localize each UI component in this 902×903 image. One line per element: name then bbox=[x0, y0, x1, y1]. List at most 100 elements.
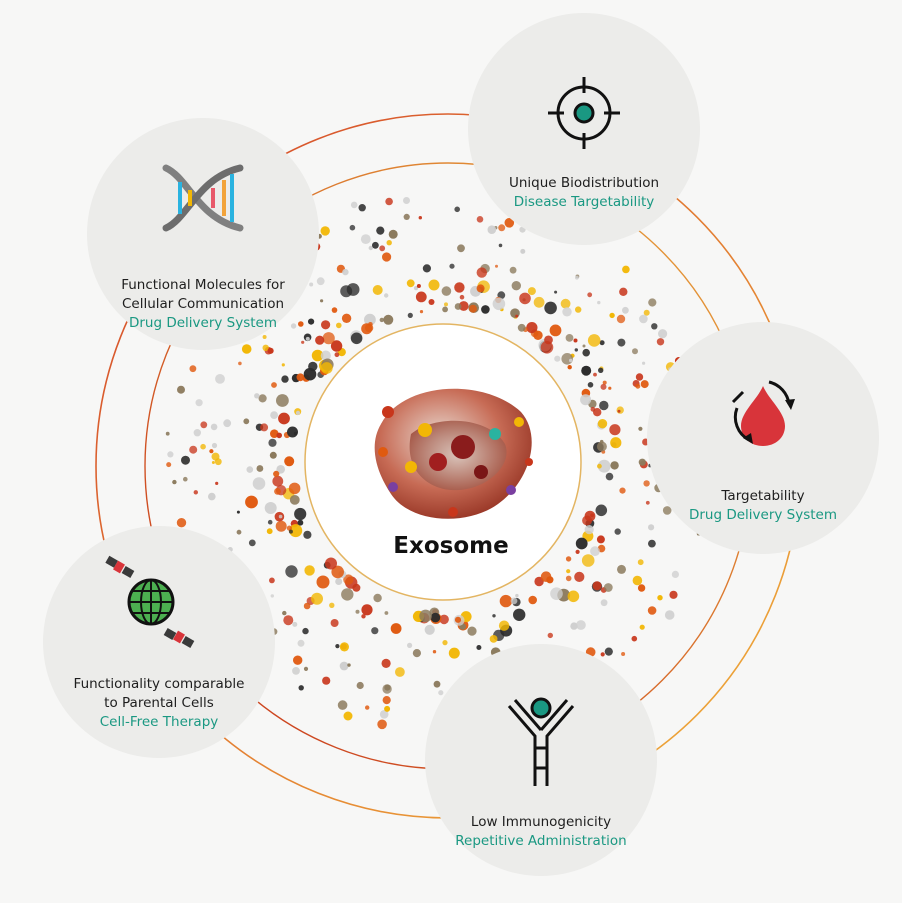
particle-dot bbox=[382, 696, 391, 705]
particle-dot bbox=[651, 323, 658, 330]
particle-dot bbox=[617, 338, 626, 347]
particle-dot bbox=[567, 590, 580, 603]
particle-dot bbox=[288, 529, 293, 534]
feature-label: Functionality comparable to Parental Cel… bbox=[51, 656, 267, 751]
feature-label: Low Immunogenicity Repetitive Administra… bbox=[433, 794, 649, 870]
particle-dot bbox=[617, 409, 621, 413]
particle-dot bbox=[610, 437, 622, 449]
particle-dot bbox=[560, 298, 571, 309]
feature-title: Low Immunogenicity bbox=[470, 814, 612, 830]
particle-dot bbox=[281, 375, 289, 383]
particle-dot bbox=[379, 710, 389, 719]
particle-dot bbox=[638, 458, 646, 466]
satellite-bottom-icon bbox=[163, 628, 195, 648]
particle-dot bbox=[176, 518, 187, 528]
particle-dot bbox=[573, 338, 578, 343]
particle-dot bbox=[269, 451, 277, 459]
particle-dot bbox=[648, 524, 655, 531]
particle-dot bbox=[334, 352, 340, 358]
particle-dot bbox=[297, 519, 304, 526]
particle-dot bbox=[587, 334, 601, 347]
particle-dot bbox=[619, 287, 628, 296]
particle-dot bbox=[286, 525, 292, 531]
particle-dot bbox=[533, 296, 545, 308]
particle-dot bbox=[278, 514, 283, 519]
particle-dot bbox=[619, 487, 626, 494]
particle-dot bbox=[476, 645, 482, 650]
particle-dot bbox=[570, 622, 578, 630]
particle-dot bbox=[469, 304, 477, 313]
particle-dot bbox=[596, 441, 607, 452]
particle-dot bbox=[368, 245, 373, 251]
particle-dot bbox=[582, 515, 593, 526]
particle-dot bbox=[384, 611, 389, 615]
crosshair-target-icon bbox=[548, 77, 620, 149]
particle-dot bbox=[183, 476, 188, 482]
particle-dot bbox=[292, 621, 298, 627]
particle-dot bbox=[428, 299, 435, 305]
particle-dot bbox=[167, 451, 174, 458]
particle-dot bbox=[569, 358, 573, 363]
particle-dot bbox=[454, 303, 462, 310]
particle-dot bbox=[590, 546, 600, 557]
particle-dot bbox=[602, 380, 607, 385]
particle-dot bbox=[262, 335, 267, 339]
particle-dot bbox=[565, 334, 574, 342]
particle-dot bbox=[384, 705, 391, 712]
particle-dot bbox=[311, 349, 324, 362]
particle-dot bbox=[236, 510, 240, 514]
particle-dot bbox=[322, 676, 331, 685]
particle-dot bbox=[476, 267, 487, 278]
particle-dot bbox=[267, 519, 273, 525]
particle-dot bbox=[419, 310, 424, 314]
particle-dot bbox=[266, 528, 273, 535]
particle-dot bbox=[638, 426, 643, 431]
particle-dot bbox=[597, 300, 601, 305]
particle-dot bbox=[442, 640, 448, 646]
satellite-top-icon bbox=[105, 555, 135, 578]
particle-dot bbox=[476, 216, 484, 223]
particle-dot bbox=[264, 502, 277, 514]
particle-dot bbox=[590, 406, 596, 412]
particle-dot bbox=[631, 635, 638, 642]
particle-dot bbox=[172, 479, 177, 485]
particle-dot bbox=[554, 290, 558, 294]
particle-dot bbox=[415, 291, 427, 303]
particle-dot bbox=[311, 592, 323, 605]
particle-dot bbox=[337, 700, 348, 710]
particle-dot bbox=[600, 383, 607, 390]
particle-dot bbox=[648, 298, 657, 307]
particle-dot bbox=[457, 244, 465, 253]
particle-dot bbox=[575, 306, 582, 313]
particle-dot bbox=[587, 382, 594, 388]
particle-dot bbox=[511, 281, 521, 291]
particle-dot bbox=[614, 528, 621, 535]
particle-dot bbox=[587, 292, 593, 298]
particle-dot bbox=[386, 240, 392, 246]
particle-dot bbox=[339, 661, 349, 671]
particle-dot bbox=[303, 602, 311, 610]
feature-title: Functional Molecules for Cellular Commun… bbox=[121, 277, 285, 312]
particle-dot bbox=[248, 539, 256, 547]
particle-dot bbox=[390, 623, 402, 634]
particle-dot bbox=[243, 418, 250, 425]
particle-dot bbox=[515, 593, 519, 598]
particle-dot bbox=[181, 455, 190, 465]
particle-dot bbox=[372, 241, 379, 249]
particle-dot bbox=[295, 410, 301, 415]
particle-dot bbox=[565, 556, 572, 562]
particle-dot bbox=[238, 361, 242, 366]
particle-dot bbox=[656, 338, 665, 346]
particle-dot bbox=[509, 266, 517, 274]
particle-dot bbox=[211, 461, 215, 464]
particle-dot bbox=[574, 348, 578, 352]
particle-dot bbox=[517, 323, 526, 332]
particle-dot bbox=[281, 363, 285, 367]
particle-dot bbox=[296, 373, 305, 382]
particle-dot bbox=[382, 684, 392, 694]
particle-dot bbox=[289, 524, 303, 538]
particle-dot bbox=[303, 666, 309, 672]
particle-dot bbox=[278, 412, 290, 425]
particle-dot bbox=[575, 537, 588, 550]
